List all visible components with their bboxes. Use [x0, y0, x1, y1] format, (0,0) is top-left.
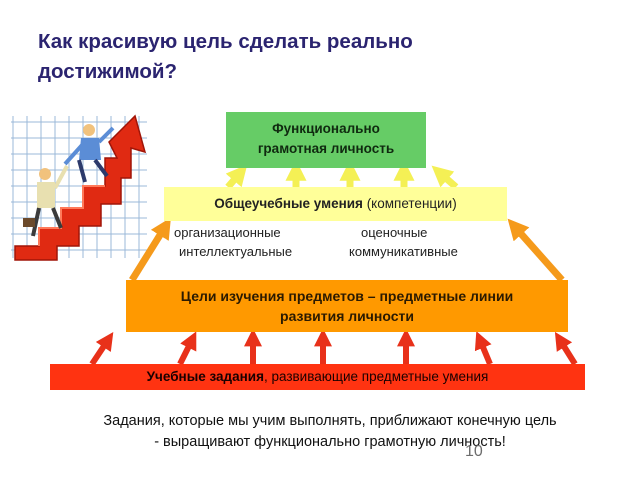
- slide-title: Как красивую цель сделать реально достиж…: [38, 27, 598, 87]
- general-arrow: [225, 164, 248, 190]
- title-line-1: Как красивую цель сделать реально: [38, 30, 413, 53]
- goal-arrows: [129, 217, 565, 283]
- top-box-line-2: грамотная личность: [257, 141, 395, 156]
- task-arrow: [177, 331, 197, 366]
- learning-tasks-box: Учебные задания, развивающие предметные …: [50, 364, 585, 390]
- task-arrow: [554, 331, 578, 366]
- top-box-line-1: Функционально: [272, 121, 380, 136]
- task-arrow: [89, 332, 114, 366]
- general-arrow: [431, 165, 459, 190]
- task-arrows: [89, 328, 578, 366]
- skill-organizational: организационные: [174, 225, 281, 240]
- goal-arrow: [129, 217, 171, 282]
- footer-line-2: - выращивают функционально грамотную лич…: [154, 434, 506, 450]
- subject-goals-box: Цели изучения предметов – предметные лин…: [126, 280, 568, 332]
- footer-line-1: Задания, которые мы учим выполнять, приб…: [103, 413, 557, 429]
- general-skills-label: Общеучебные умения: [214, 196, 363, 211]
- tasks-label: Учебные задания: [146, 369, 264, 384]
- general-arrows: [225, 159, 459, 190]
- footer-text: Задания, которые мы учим выполнять, приб…: [40, 411, 620, 453]
- goals-line-1: Цели изучения предметов – предметные лин…: [180, 288, 514, 304]
- skill-communicative: коммуникативные: [349, 244, 458, 259]
- people-climbing-stairs-icon: [9, 108, 149, 266]
- title-line-2: достижимой?: [38, 60, 177, 83]
- goal-arrow: [507, 218, 565, 283]
- goals-line-2: развития личности: [280, 308, 414, 324]
- tasks-note: , развивающие предметные умения: [263, 369, 489, 384]
- page-number: 10: [465, 443, 483, 460]
- task-arrow: [474, 331, 493, 366]
- skill-evaluative: оценочные: [361, 225, 428, 240]
- skill-intellectual: интеллектуальные: [179, 244, 293, 259]
- general-skills-box: Общеучебные умения (компетенции): [164, 187, 507, 221]
- general-skills-note: (компетенции): [362, 196, 457, 211]
- functional-literacy-box: Функционально грамотная личность: [226, 112, 426, 168]
